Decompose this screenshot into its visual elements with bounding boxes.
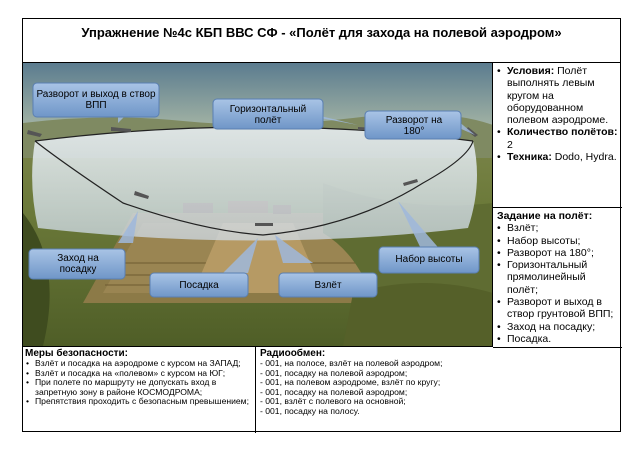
safety-heading: Меры безопасности: — [25, 348, 129, 359]
task-item: Заход на посадку; — [497, 321, 618, 334]
radio-line: - 001, посадку на полевой аэродром; — [260, 386, 408, 397]
flights-count-item: Количество полётов: 2 — [497, 126, 618, 151]
callout-climb-label: Набор высоты — [395, 254, 463, 265]
conditions-item: Условия: Полёт выполнять левым кругом на… — [497, 65, 618, 126]
radio-line: - 001, на полосе, взлёт на полевой аэрод… — [260, 358, 443, 368]
radio-line: - 001, взлёт с полевого на основной; — [260, 396, 406, 407]
callout-landing-label: Посадка — [179, 280, 219, 291]
callout-level-flight — [212, 98, 324, 130]
page-title: Упражнение №4с КБП ВВС СФ - «Полёт для з… — [23, 19, 620, 63]
right-column: Условия: Полёт выполнять левым кругом на… — [493, 63, 622, 433]
equipment-item: Техника: Dodo, Hydra. — [497, 151, 618, 164]
callout-level-flight-label: Горизонтальный полёт — [229, 104, 307, 126]
safety-panel: Меры безопасности: Взлёт и посадка на аэ… — [23, 347, 256, 433]
task-item: Горизонтальный прямолинейный полёт; — [497, 259, 618, 296]
radio-line: - 001, посадку на полосу. — [260, 405, 360, 416]
callout-landing — [149, 272, 249, 298]
safety-item: Препятствия проходить с безопасным превы… — [25, 397, 253, 407]
safety-item: Взлёт и посадка на аэродроме с курсом на… — [25, 358, 253, 369]
airfield-scene — [23, 63, 492, 346]
callout-turn-180-label: Разворот на 180° — [385, 115, 443, 137]
flight-pattern-diagram: Разворот и выход в створ ВПП Горизонталь… — [23, 63, 493, 346]
conditions-panel: Условия: Полёт выполнять левым кругом на… — [493, 63, 622, 208]
task-item: Разворот на 180°; — [497, 247, 618, 260]
callout-takeoff — [278, 272, 378, 298]
radio-line: - 001, на полевом аэродроме, взлёт по кр… — [260, 377, 441, 388]
callout-takeoff-label: Взлёт — [314, 280, 342, 291]
callout-climb — [378, 246, 480, 274]
right-empty-cell — [493, 348, 622, 433]
callout-approach — [28, 248, 126, 280]
safety-item: Взлёт и посадка на «полевом» с курсом на… — [25, 368, 253, 379]
callout-turn-exit-label: Разворот и выход в створ ВПП — [36, 89, 156, 111]
aircraft-icon — [27, 127, 478, 226]
task-item: Посадка. — [497, 333, 618, 346]
task-item: Разворот и выход в створ грунтовой ВПП; — [497, 296, 618, 321]
radio-line: - 001, посадку на полевой аэродром; — [260, 367, 408, 378]
callout-approach-label: Заход на посадку — [57, 253, 99, 275]
exercise-sheet: Упражнение №4с КБП ВВС СФ - «Полёт для з… — [22, 18, 622, 433]
task-item: Взлёт; — [497, 222, 618, 235]
radio-heading: Радиообмен: — [260, 348, 326, 359]
callout-turn-exit — [32, 82, 160, 118]
safety-item: При полете по маршруту не допускать вход… — [25, 377, 253, 397]
bottom-panel: Меры безопасности: Взлёт и посадка на аэ… — [23, 346, 493, 433]
flight-path — [34, 140, 474, 236]
flight-task-panel: Задание на полёт: Взлёт; Набор высоты; Р… — [493, 208, 622, 348]
flight-task-heading: Задание на полёт: — [497, 210, 593, 222]
radio-panel: Радиообмен: - 001, на полосе, взлёт на п… — [256, 347, 493, 433]
callout-turn-180 — [364, 110, 462, 140]
task-item: Набор высоты; — [497, 235, 618, 248]
